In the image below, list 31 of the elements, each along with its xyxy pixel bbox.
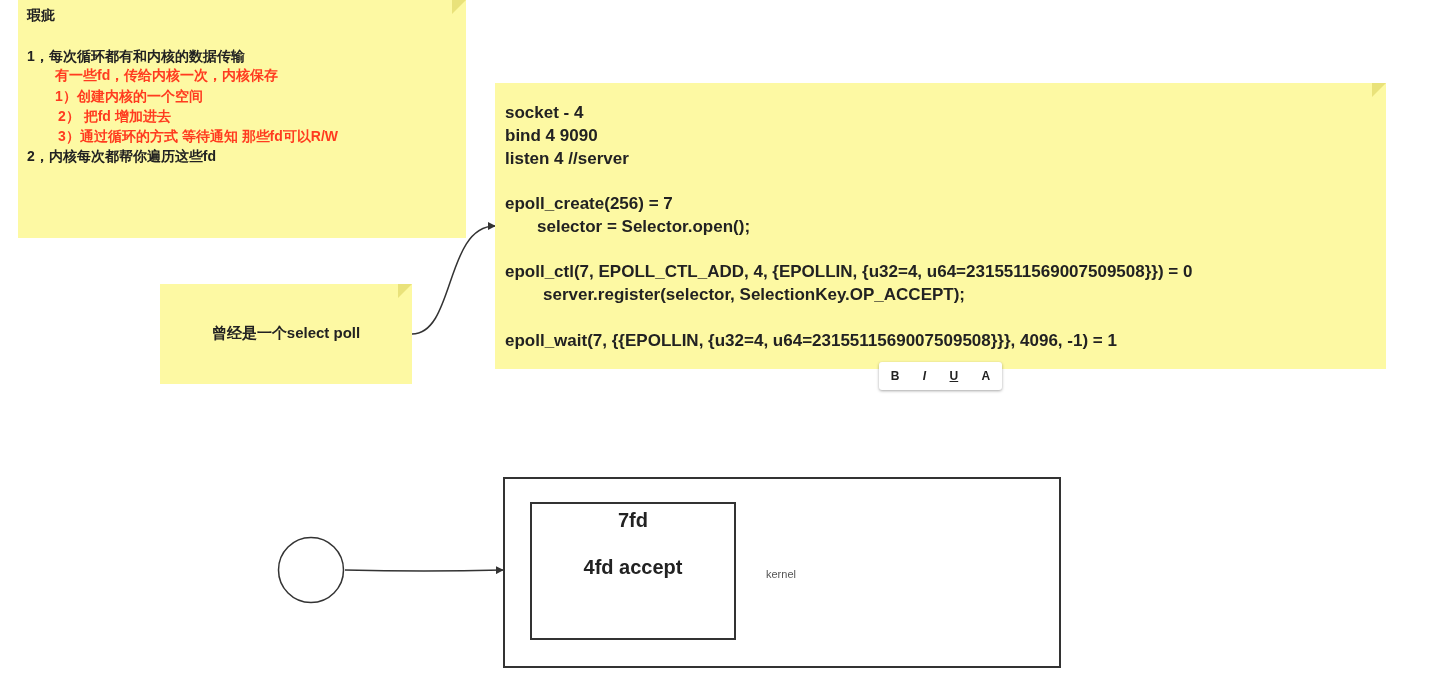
note-heading: 瑕疵 bbox=[27, 7, 55, 25]
note-text: listen 4 //server bbox=[505, 149, 629, 169]
box-label: 7fd bbox=[617, 509, 649, 532]
note-text: socket - 4 bbox=[505, 103, 584, 123]
sticky-note bbox=[495, 83, 1386, 369]
note-text: 2） 把fd 增加进去 bbox=[58, 108, 171, 126]
fd-box bbox=[530, 502, 736, 640]
note-text: epoll_create(256) = 7 bbox=[505, 194, 673, 214]
note-text: 3）通过循环的方式 等待通知 那些fd可以R/W bbox=[58, 128, 338, 146]
sticky-note bbox=[18, 0, 466, 238]
italic-button: I bbox=[917, 367, 932, 385]
kernel-box bbox=[503, 477, 1061, 668]
arrow bbox=[344, 566, 504, 575]
sticky-note bbox=[160, 284, 412, 384]
note-text: kernel bbox=[766, 568, 796, 580]
box-label: 4fd accept bbox=[582, 556, 684, 579]
note-text: bind 4 9090 bbox=[505, 126, 598, 146]
note-text: server.register(selector, SelectionKey.OP_ACCEPT); bbox=[543, 285, 966, 305]
underline-button: U bbox=[944, 367, 964, 385]
font-color-button: A bbox=[976, 367, 996, 385]
note-text: 1）创建内核的一个空间 bbox=[55, 88, 203, 106]
arrow bbox=[411, 223, 496, 335]
note-text: epoll_ctl(7, EPOLL_CTL_ADD, 4, {EPOLLIN, {u32=4, u64=2315511569007509508}}) = 0 bbox=[505, 262, 1193, 282]
note-text: 2，内核每次都帮你遍历这些fd bbox=[27, 148, 216, 166]
note-text: 有一些fd，传给内核一次，内核保存 bbox=[55, 67, 279, 85]
note-text: epoll_wait(7, {{EPOLLIN, {u32=4, u64=2315511569007509508}}}, 4096, -1) = 1 bbox=[505, 331, 1117, 351]
box-label: 曾经是一个select poll bbox=[210, 324, 362, 343]
note-text: 1，每次循环都有和内核的数据传输 bbox=[27, 48, 245, 66]
note-text: selector = Selector.open(); bbox=[537, 217, 751, 237]
circle-node bbox=[277, 536, 345, 604]
bold-button: B bbox=[885, 367, 905, 385]
